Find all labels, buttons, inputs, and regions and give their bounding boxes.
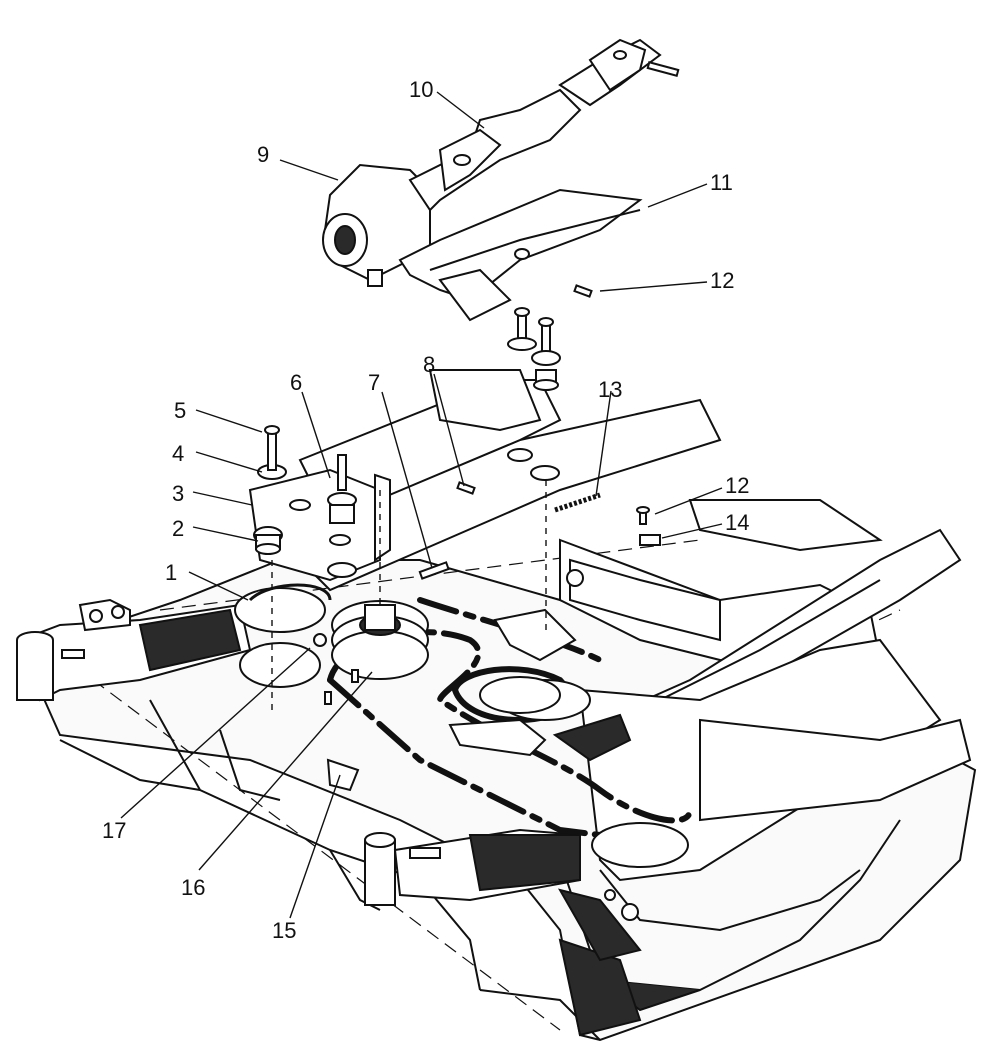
callout-11: 11 xyxy=(710,170,733,195)
callout-4: 4 xyxy=(172,441,184,466)
pulleys xyxy=(234,583,689,868)
callout-13: 13 xyxy=(598,377,622,402)
gearbox-assembly xyxy=(322,38,680,322)
callout-17: 17 xyxy=(102,818,126,843)
callout-14: 14 xyxy=(725,510,749,535)
callout-6: 6 xyxy=(290,370,302,395)
mount-plate xyxy=(248,425,391,582)
left-arm xyxy=(16,598,252,702)
callout-16: 16 xyxy=(181,875,205,900)
idler-brackets xyxy=(448,608,632,762)
upper-mounts xyxy=(313,307,661,792)
front-spindle-post xyxy=(364,828,581,906)
callout-3: 3 xyxy=(172,481,184,506)
callout-12-upper: 12 xyxy=(710,268,734,293)
callout-8: 8 xyxy=(423,352,435,377)
callout-labels: 1 2 3 4 5 6 7 8 9 10 11 12 12 13 14 15 1… xyxy=(102,77,749,943)
callout-9: 9 xyxy=(257,142,269,167)
callout-2: 2 xyxy=(172,516,184,541)
callout-15: 15 xyxy=(272,918,296,943)
callout-5: 5 xyxy=(174,398,186,423)
callout-7: 7 xyxy=(368,370,380,395)
callout-10: 10 xyxy=(409,77,433,102)
callout-1: 1 xyxy=(165,560,177,585)
right-frame xyxy=(557,499,972,962)
callout-12-lower: 12 xyxy=(725,473,749,498)
leader-lines xyxy=(120,91,723,919)
